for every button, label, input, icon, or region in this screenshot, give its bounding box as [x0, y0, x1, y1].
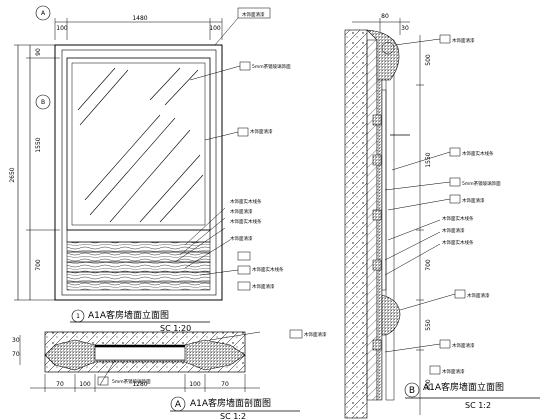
- tag-circle-a: [35, 5, 51, 21]
- elev-marker: 1: [76, 313, 80, 320]
- sec-b-dim-right-0: 500: [425, 54, 432, 66]
- elevation-view: 100 1480 100 90 1550 2650 700: [9, 5, 291, 333]
- sec-b-note-0: 木饰面清漆: [452, 37, 475, 44]
- elev-note-7: 木饰面实木线条: [252, 266, 284, 273]
- sec-a-marker: A: [175, 400, 182, 410]
- sec-b-scale: SC 1:2: [465, 401, 491, 410]
- mirror-reflection-lines: [77, 67, 204, 223]
- elev-dim-left-1: 1550: [35, 137, 42, 152]
- elev-note-4: 木饰面清漆: [230, 208, 253, 215]
- sec-b-dim-top-1: 30: [401, 25, 409, 32]
- sec-a-scale: SC 1:2: [220, 412, 246, 420]
- elev-note-1: 5mm茶镜玻璃饰面: [252, 63, 291, 70]
- section-tags: A B: [41, 10, 46, 106]
- sec-b-note-7: 木饰面清漆: [467, 292, 490, 299]
- elev-note-0: 木饰面清漆: [242, 11, 265, 18]
- elev-scale: SC 1:20: [160, 324, 191, 333]
- sec-a-dim-left-0: 30: [12, 337, 20, 344]
- elev-note-6: 木饰面清漆: [230, 235, 253, 242]
- sec-a-dim-bot-0: 70: [56, 381, 64, 388]
- section-a-view: 30 70 木饰面清漆 5mm茶镜玻璃饰面 70 100 1280 100 70…: [12, 329, 327, 420]
- elev-note-8: 木饰面清漆: [252, 283, 275, 290]
- sec-a-title: A1A客房墙面剖面图: [190, 397, 271, 409]
- elev-dim-top-2: 100: [209, 25, 221, 32]
- sec-b-note-5: 木饰面清漆: [442, 227, 465, 234]
- sec-b-note-4: 木饰面实木线条: [442, 215, 474, 222]
- elev-dim-left-3: 700: [35, 259, 42, 271]
- elev-note-5: 木饰面实木线条: [230, 218, 262, 225]
- sec-b-title: A1A客房墙面立面图: [423, 381, 504, 393]
- sec-b-dim-right-4: 300: [425, 379, 432, 391]
- sec-b-note-9: 木饰面清漆: [442, 368, 465, 375]
- sec-b-note-8: 木饰面清漆: [452, 342, 475, 349]
- sec-b-dim-right-1: 1550: [425, 152, 432, 167]
- sec-b-marker: B: [409, 386, 415, 396]
- sec-b-note-1: 木饰面实木线条: [462, 150, 494, 157]
- sec-b-note-3: 木饰面清漆: [462, 197, 485, 204]
- sec-b-note-2: 5mm茶镜玻璃饰面: [462, 180, 501, 187]
- sec-b-note-6: 木饰面实木线条: [442, 239, 474, 246]
- tag-circle-b: [35, 94, 51, 110]
- elev-title: A1A客房墙面立面图: [88, 309, 169, 321]
- tag-0: A: [41, 10, 46, 17]
- sec-a-dim-bot-4: 70: [221, 381, 229, 388]
- sec-a-dim-bot-1: 100: [79, 381, 91, 388]
- elev-dim-top-1: 1480: [132, 15, 147, 22]
- sec-a-note-0: 木饰面清漆: [304, 331, 327, 338]
- sec-a-note-1: 5mm茶镜玻璃饰面: [112, 378, 151, 385]
- elev-dim-left-2: 2650: [9, 167, 16, 182]
- tag-1: B: [41, 99, 45, 106]
- elev-notes: [174, 7, 271, 291]
- sec-a-dim-bot-2: 1280: [132, 381, 147, 388]
- sec-a-dim-left-1: 70: [12, 351, 20, 358]
- sec-b-dim-right-3: 550: [425, 319, 432, 331]
- section-b-view: 80 30 500 1550 700 550 300: [344, 13, 540, 419]
- sec-b-dim-right-2: 700: [425, 259, 432, 271]
- elev-dim-top-0: 100: [56, 25, 68, 32]
- sec-b-dim-top-0: 80: [381, 13, 389, 20]
- elev-note-3: 木饰面实木线条: [230, 198, 262, 205]
- elev-note-2: 木饰面清漆: [250, 128, 273, 135]
- sec-a-dim-bot-3: 100: [189, 381, 201, 388]
- elev-dim-left-0: 90: [35, 48, 42, 56]
